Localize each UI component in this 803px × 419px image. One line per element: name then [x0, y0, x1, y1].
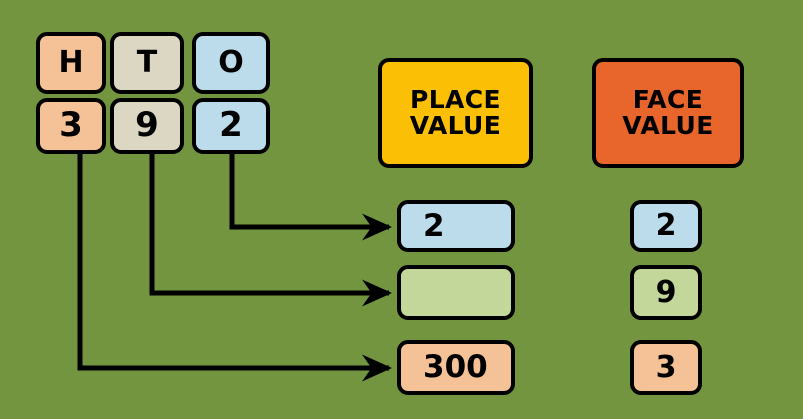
- face-value-title-line1: FACE: [632, 85, 704, 114]
- place-value-title-line1: PLACE: [409, 85, 502, 114]
- header-cell-hundreds: H: [36, 32, 106, 94]
- digit-label-tens: 9: [135, 105, 159, 146]
- place-value-ones-label: 2: [423, 207, 445, 244]
- place-value-box-hundreds: 300: [397, 340, 515, 395]
- digit-label-ones: 2: [219, 105, 243, 146]
- face-value-title: FACE VALUE: [592, 58, 744, 168]
- place-value-box-tens-blank[interactable]: [397, 265, 515, 320]
- place-value-title: PLACE VALUE: [378, 58, 533, 168]
- digit-cell-ones: 2: [192, 98, 270, 154]
- face-value-box-ones: 2: [630, 200, 702, 252]
- digit-label-hundreds: 3: [59, 105, 83, 146]
- place-value-hundreds-label: 300: [423, 349, 488, 386]
- face-value-hundreds-label: 3: [655, 349, 677, 385]
- place-value-title-line2: VALUE: [409, 111, 502, 140]
- header-label-hundreds: H: [58, 45, 84, 81]
- connector-hundreds-to-place-hundreds: [77, 150, 392, 382]
- digit-cell-hundreds: 3: [36, 98, 106, 154]
- face-value-ones-label: 2: [655, 208, 677, 244]
- header-label-tens: T: [136, 45, 158, 81]
- connector-tens-to-place-tens: [149, 150, 392, 307]
- connector-ones-to-place-ones: [229, 150, 392, 241]
- face-value-title-line2: VALUE: [622, 111, 714, 140]
- place-value-box-ones: 2: [397, 200, 515, 252]
- face-value-box-tens: 9: [630, 265, 702, 320]
- header-cell-ones: O: [192, 32, 270, 94]
- header-label-ones: O: [218, 45, 244, 81]
- digit-cell-tens: 9: [110, 98, 184, 154]
- face-value-tens-label: 9: [655, 274, 677, 310]
- face-value-box-hundreds: 3: [630, 340, 702, 395]
- header-cell-tens: T: [110, 32, 184, 94]
